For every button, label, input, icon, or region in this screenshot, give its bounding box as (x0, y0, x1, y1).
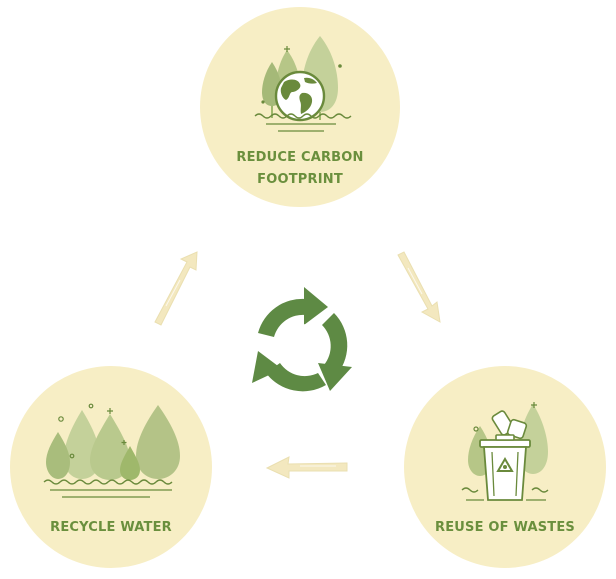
recycle-bin-icon (461, 402, 549, 501)
arrow-left-to-top (154, 251, 198, 326)
arrow-top-to-right (397, 251, 441, 323)
node-reuse-of-wastes: REUSE OF WASTES (404, 366, 606, 568)
recycle-arrows-icon (252, 287, 352, 392)
arrow-right-to-left (265, 456, 348, 479)
earth-with-trees-icon (254, 36, 352, 132)
node-label-top-line1: REDUCE CARBON (236, 150, 363, 165)
node-label-left: RECYCLE WATER (50, 520, 172, 535)
node-recycle-water: RECYCLE WATER (10, 366, 212, 568)
water-drops-icon (43, 403, 180, 498)
node-reduce-carbon-footprint: REDUCE CARBON FOOTPRINT (200, 7, 400, 207)
node-label-right: REUSE OF WASTES (435, 520, 575, 535)
node-label-top-line2: FOOTPRINT (257, 172, 343, 187)
